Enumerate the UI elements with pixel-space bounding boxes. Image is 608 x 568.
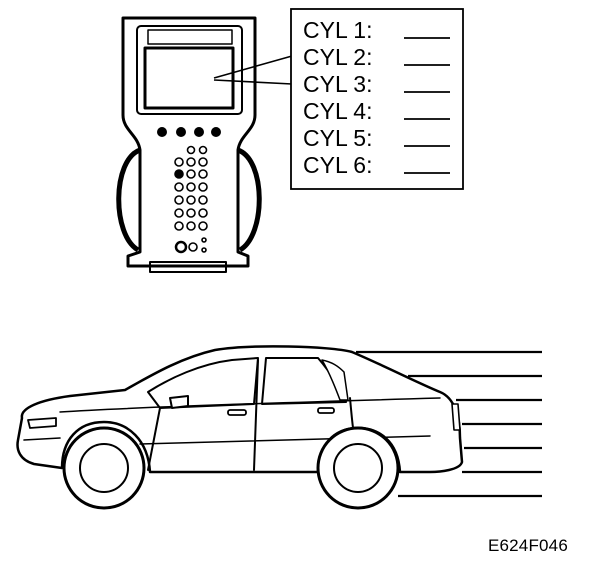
cyl-6-label: CYL 6: xyxy=(303,152,372,178)
front-wheel xyxy=(62,426,146,510)
callout-box xyxy=(290,8,464,190)
rear-wheel xyxy=(316,426,400,510)
scan-tool-icon xyxy=(116,16,262,273)
cyl-4-label: CYL 4: xyxy=(303,98,372,124)
cyl-2-label: CYL 2: xyxy=(303,44,372,70)
cyl-5-label: CYL 5: xyxy=(303,125,372,151)
figure-code: E624F046 xyxy=(487,536,568,555)
cylinder-readout: CYL 1: CYL 2: CYL 3: CYL 4: CYL 5: CYL 6… xyxy=(303,17,450,178)
cyl-1-label: CYL 1: xyxy=(303,17,372,43)
cyl-3-label: CYL 3: xyxy=(303,71,372,97)
motion-lines xyxy=(356,350,542,498)
function-keys xyxy=(157,127,221,137)
leader-line xyxy=(213,55,293,85)
car-icon xyxy=(16,345,464,510)
keypad xyxy=(174,145,208,254)
